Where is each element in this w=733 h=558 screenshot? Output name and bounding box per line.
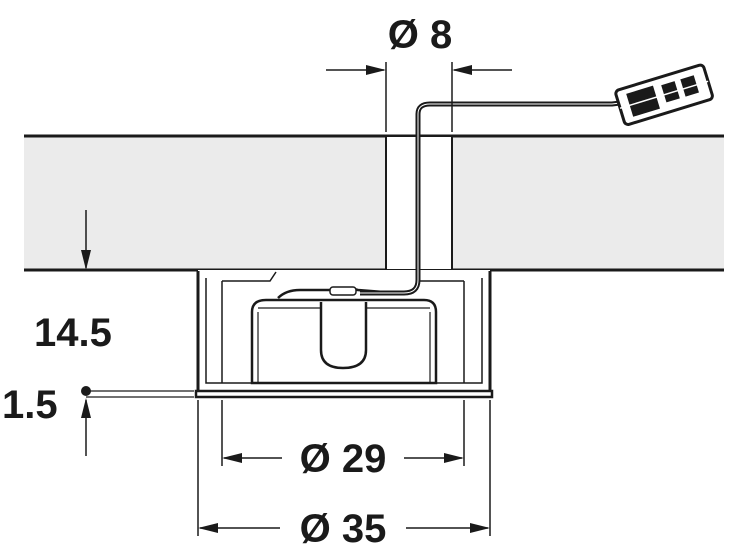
plug-pin-a [661,81,680,103]
lamp-cap-nub [329,286,357,296]
dimension-arrow-icon [81,250,91,270]
dimension-arrow-icon [366,65,386,75]
dimension-outer-diameter: Ø 35 [197,400,491,551]
label-flange-height: 1.5 [2,383,58,427]
panel [24,134,724,272]
label-inner-diameter: Ø 29 [300,437,387,481]
lamp-body [250,286,438,385]
dimension-arrow-icon [81,398,91,418]
dimension-flange-height: 1.5 [2,383,194,456]
dimension-inner-diameter: Ø 29 [221,400,465,481]
dimension-arrow-icon [470,523,490,533]
housing-ring-frame [221,281,465,383]
dimension-arrow-icon [222,453,242,463]
dimension-arrow-icon [452,65,472,75]
led-lens [319,302,368,370]
label-recess-depth: 14.5 [34,311,112,355]
label-hole-diameter: Ø 8 [388,13,452,57]
housing-flange [194,389,494,399]
plug-pin-b [680,75,699,97]
connector-plug-icon [614,63,714,126]
cable-highlight [360,101,629,294]
plug-detail [619,80,709,109]
dimension-arrow-icon [444,453,464,463]
cable [360,99,629,296]
dimension-recess-depth: 14.5 [34,210,112,355]
label-outer-diameter: Ø 35 [300,507,387,551]
housing-ring-top [222,271,464,282]
panel-body [24,136,724,270]
dimension-arrow-icon [198,523,218,533]
dimension-hole-diameter: Ø 8 [326,13,512,132]
